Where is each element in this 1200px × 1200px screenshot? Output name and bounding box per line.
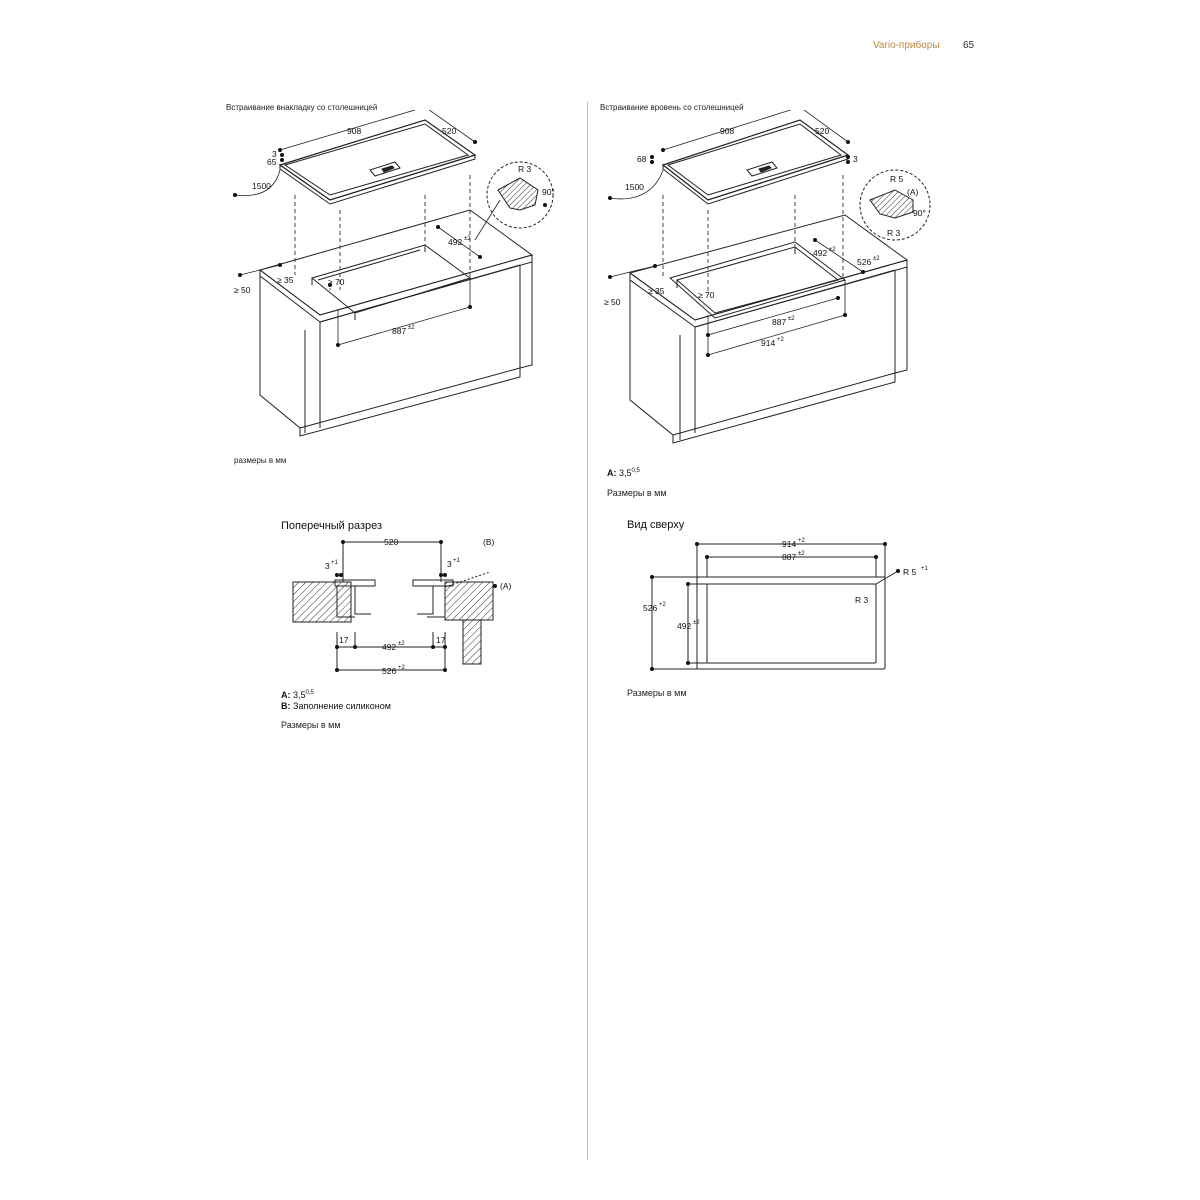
hob-top [278,119,477,205]
top-view-title: Вид сверху [627,519,685,531]
cross-section-units: Размеры в мм [281,720,341,730]
dim-gap-left: 3 [325,561,330,571]
dim-depth-outer: 526 [857,257,871,267]
dim-min-side: ≥ 35 [648,286,665,296]
dim-outer-w-tol: +2 [798,538,806,544]
dim-thick-b: 3 [853,154,858,164]
left-diagram-title: Встраивание внакладку со столешницей [226,103,378,112]
page-number: 65 [963,40,975,51]
dim-angle: 90° [913,208,926,218]
dim-radius-outer: R 5 [890,174,904,184]
dim-min-front: ≥ 70 [328,277,345,287]
dim-radius-inner: R 3 [887,228,901,238]
cross-section-diagram: 520 3 +1 3 +1 (B) (A) 17 17 492 ±2 526 +… [292,537,512,676]
dim-inner-w: 887 [782,552,796,562]
cabinet [259,262,533,437]
dim-width-top: 908 [347,126,361,136]
dim-min-side: ≥ 35 [277,275,294,285]
dim-ledge-left: 17 [339,635,349,645]
dim-depth-top: 520 [815,126,829,136]
dim-ledge-right: 17 [436,635,446,645]
dim-cut-outer-tol: +2 [777,337,785,343]
top-view-diagram: 914 +2 887 ±2 R 5 +1 R 3 526 +2 492 ±2 [643,538,929,671]
dim-inner-r: R 3 [855,595,869,605]
dim-thick-a: 68 [637,154,647,164]
dim-min-back: ≥ 50 [234,285,251,295]
dim-cut-outer: 914 [761,338,775,348]
dim-gap-right-tol: +1 [453,558,461,564]
dim-width: 520 [384,537,398,547]
dim-outer-r-tol: +1 [921,566,929,572]
dim-outer-tol: +2 [398,665,406,671]
dim-thick-b: 65 [267,157,277,167]
dim-gap-left-tol: +1 [331,560,339,566]
dim-outer-d: 526 [643,603,657,613]
dim-outer-r: R 5 [903,567,917,577]
note-a-label: A: [281,690,291,700]
note-a-value: 3,5 [293,690,306,700]
dim-cable: 1500 [625,182,644,192]
dim-depth-inner-tol: ±2 [829,247,836,253]
worktop [628,214,909,328]
dim-min-front: ≥ 70 [698,290,715,300]
dim-radius: R 3 [518,164,532,174]
dim-width-top: 908 [720,126,734,136]
right-diagram-title: Встраивание вровень со столешницей [600,103,744,112]
dim-inner-tol: ±2 [398,641,405,647]
dim-inner-d-tol: ±2 [693,620,700,626]
dim-cut-width: 887 [392,326,406,336]
label-b: (B) [483,537,495,547]
dim-cut-width-tol: ±2 [408,325,415,331]
cross-section-notes: A: 3,50,5 B: Заполнение силиконом [281,688,391,712]
left-units: размеры в мм [234,456,287,465]
note-a: A: 3,50,5 [281,688,391,701]
dim-angle: 90° [542,187,555,197]
dim-depth-top: 520 [442,126,456,136]
dim-cut-inner: 887 [772,317,786,327]
column-divider [587,102,588,1160]
dim-depth-inner: 492 [813,248,827,258]
cabinet [629,267,908,444]
right-note-a: A: 3,50,5 [607,466,640,479]
dim-gap-right: 3 [447,559,452,569]
note-a-value: 3,5 [619,468,632,478]
top-view-units: Размеры в мм [627,688,687,698]
dim-outer-d-tol: +2 [659,602,667,608]
worktop [258,209,534,323]
label-a: (A) [500,581,512,591]
right-installation-diagram: 908 520 68 3 1500 R 5 (A) 90° R 3 492 ±2… [604,110,931,444]
dim-thick-a: 3 [272,149,277,159]
note-a-label: A: [607,468,617,478]
dim-cut-depth-tol: ±2 [464,236,471,242]
edge-detail [859,169,931,241]
cross-section-title: Поперечный разрез [281,520,383,532]
note-b: B: Заполнение силиконом [281,701,391,712]
dim-cut-inner-tol: ±2 [788,316,795,322]
dim-min-back: ≥ 50 [604,297,621,307]
dim-inner-d: 492 [677,621,691,631]
dim-inner: 492 [382,642,396,652]
left-installation-diagram: 908 520 3 65 1500 R 3 90° 492 ±2 ≥ 50 ≥ … [233,110,555,437]
dim-depth-outer-tol: ±2 [873,256,880,262]
section-title: Vario-приборы [873,40,940,51]
note-a-sup: 0,5 [305,690,314,696]
dim-label-a: (A) [907,187,919,197]
dim-cut-depth: 492 [448,237,462,247]
dim-cable: 1500 [252,181,271,191]
note-a-sup: 0,5 [631,468,640,474]
note-b-value: Заполнение силиконом [293,701,391,711]
dim-inner-w-tol: ±2 [798,551,805,557]
note-b-label: B: [281,701,291,711]
dim-outer: 526 [382,666,396,676]
right-units: Размеры в мм [607,488,667,498]
dim-outer-w: 914 [782,539,796,549]
edge-detail [486,161,554,229]
